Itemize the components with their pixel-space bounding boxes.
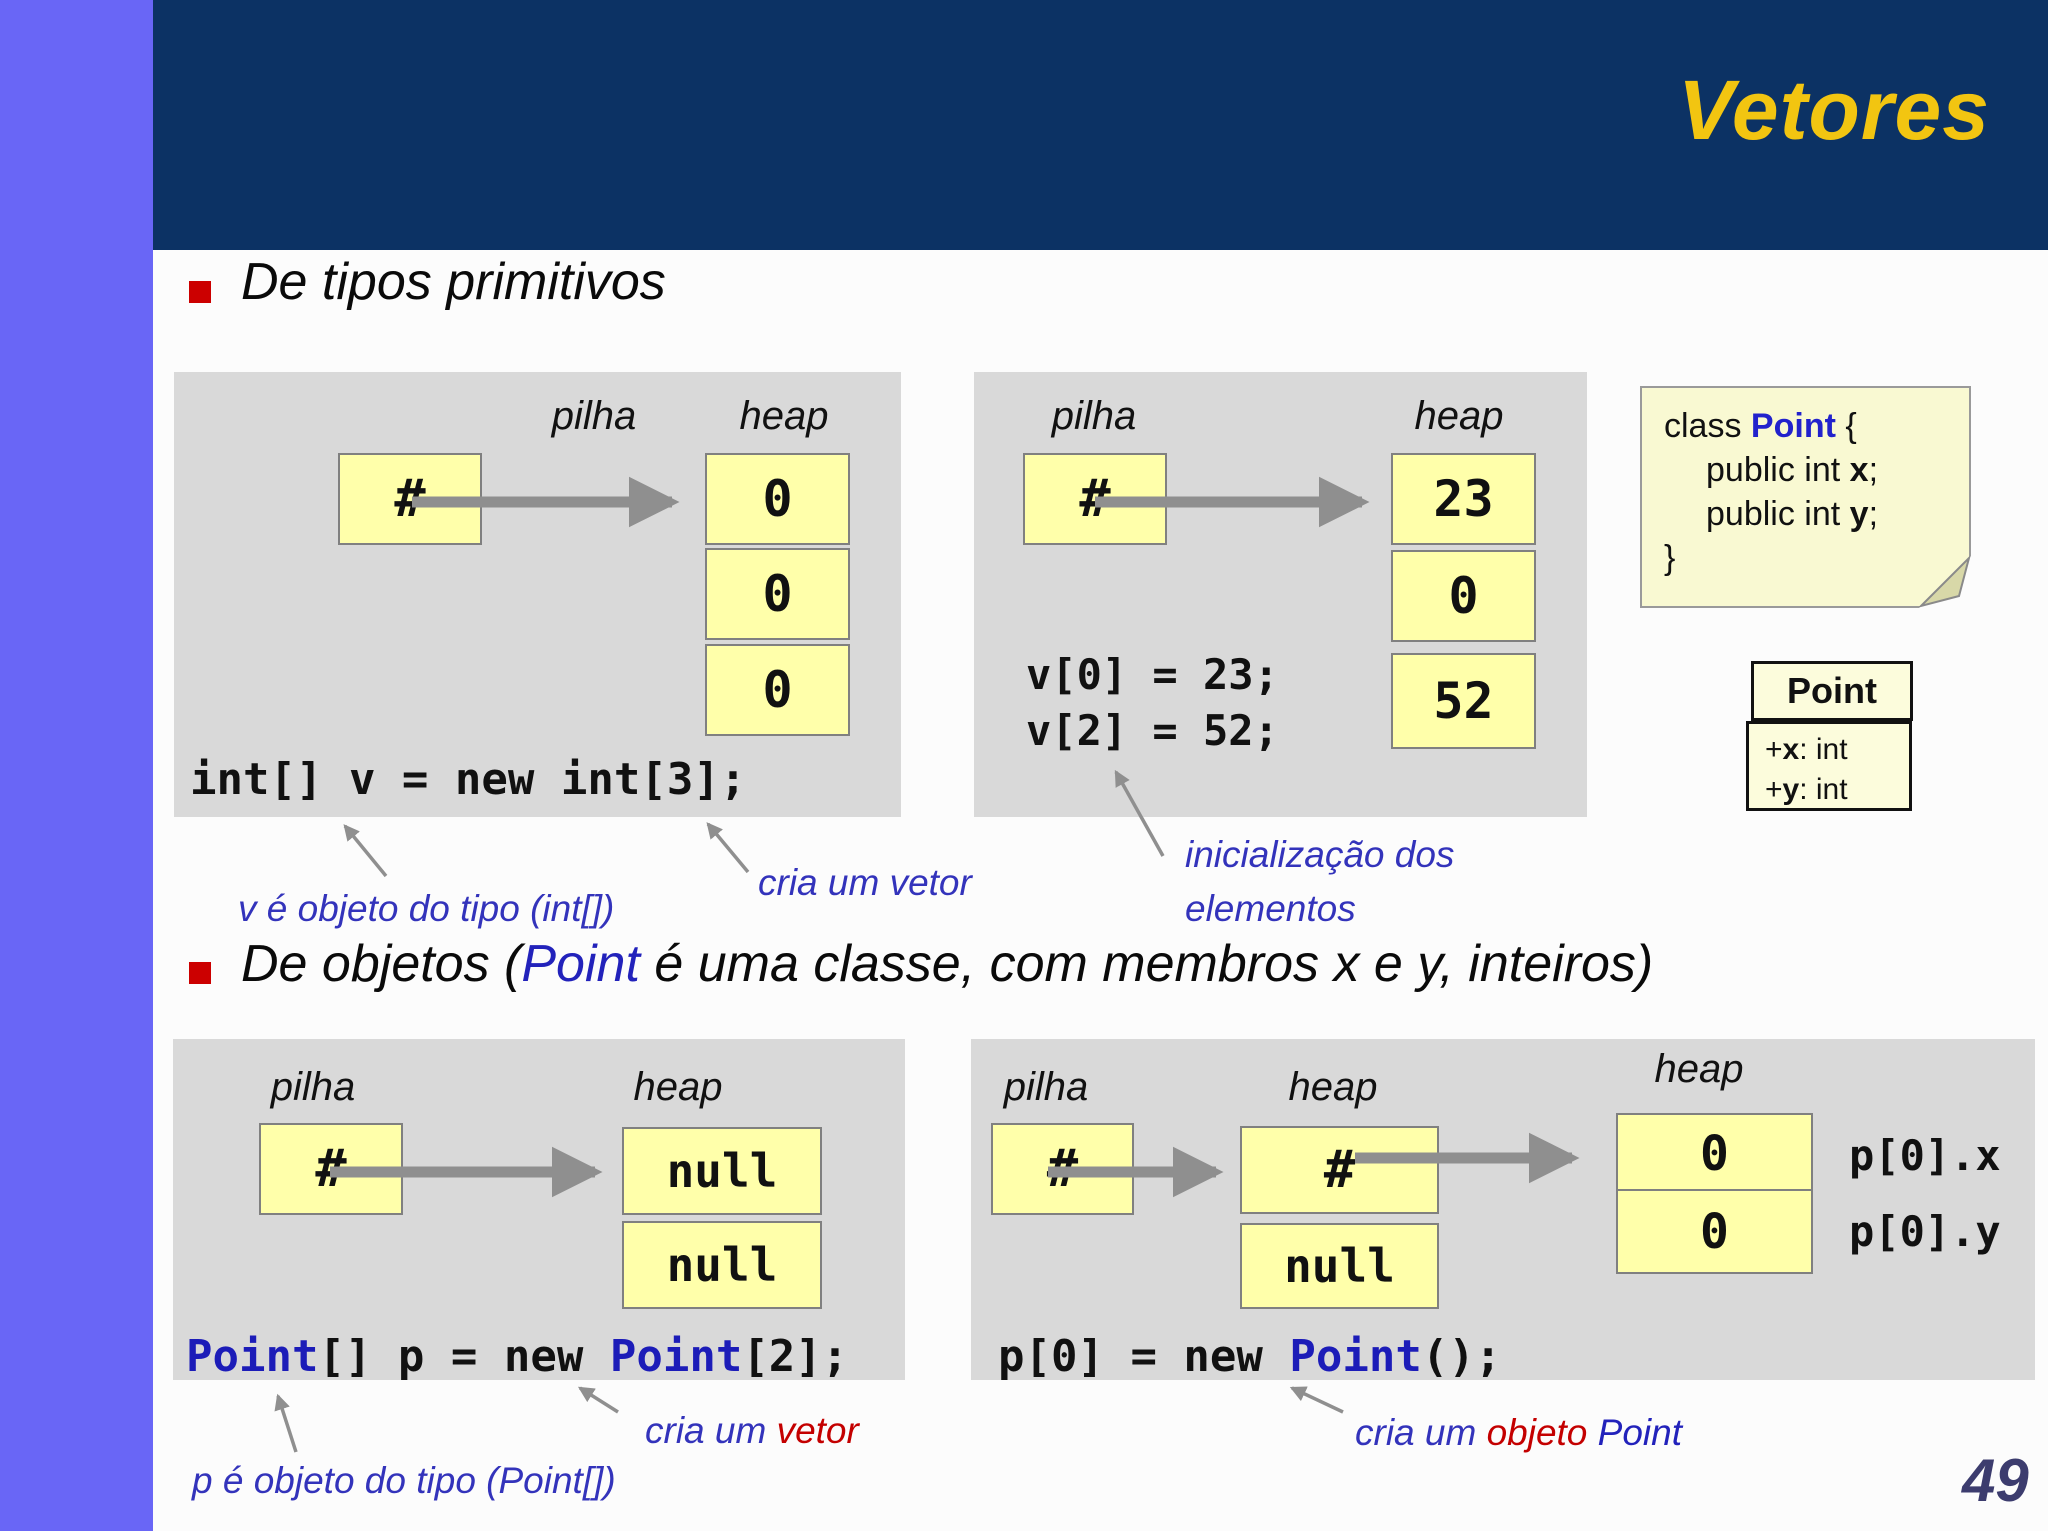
note-line-1: class Point { [1664, 404, 1969, 448]
bullet-square [189, 281, 211, 303]
objeto-red: objeto [1486, 1412, 1588, 1453]
uml-class-header: Point [1751, 661, 1913, 721]
heap-label: heap [1414, 394, 1504, 438]
code-new-int-array: int[] v = new int[3]; [190, 754, 747, 805]
bullet-2-point: Point [521, 935, 640, 993]
annotation-v-type: v é objeto do tipo (int[]) [238, 888, 615, 929]
diagram-point-array: pilha heap # null null Point[] p = new P… [173, 1039, 905, 1382]
heap-label: heap [1654, 1047, 1744, 1091]
stack-ref-cell: # [259, 1123, 403, 1215]
callout-arrow-cria-vetor-bottom [577, 1386, 619, 1414]
object-field-cell-x: 0 [1616, 1113, 1813, 1195]
diagram-int-array: pilha heap # 0 0 0 int[] v = new int[3]; [174, 372, 901, 817]
class-point-note: class Point { public int x; public int y… [1640, 386, 1971, 608]
annotation-p-type: p é objeto do tipo (Point[]) [192, 1460, 616, 1501]
uml-plus: + [1765, 773, 1783, 806]
bullet-2-pre: De objetos ( [241, 935, 522, 993]
uml-attributes-box: +x: int +y: int [1746, 721, 1912, 811]
cria-blue: cria um [1355, 1412, 1487, 1453]
heap-cell: 0 [1391, 550, 1536, 642]
bullet-2-text: De objetos (Point é uma classe, com memb… [241, 934, 1653, 994]
note-class-name: Point [1750, 407, 1836, 445]
note-fold-corner [1919, 556, 1971, 608]
code-pre: p[0] = new [998, 1331, 1290, 1382]
uml-x-type: : int [1799, 733, 1848, 766]
stack-ref-cell: # [991, 1123, 1134, 1215]
code-point-ctor: Point [609, 1331, 743, 1382]
code-mid: [] p = new [318, 1331, 610, 1382]
code-new-point-object: p[0] = new Point(); [998, 1331, 1501, 1382]
bullet-square [189, 962, 211, 984]
field-label-x: p[0].x [1849, 1131, 2001, 1180]
heap-cell-null: null [1240, 1223, 1439, 1309]
annotation-cria-vetor-top: cria um vetor [758, 862, 972, 903]
note-field-x: x [1849, 451, 1869, 489]
heap-cell: 52 [1391, 653, 1536, 749]
sidebar-accent-bar [0, 0, 153, 1531]
callout-arrow-p-type [274, 1393, 298, 1453]
uml-class-name: Point [1787, 670, 1877, 711]
code-new-point-array: Point[] p = new Point[2]; [186, 1331, 848, 1382]
callout-arrow-v-type [343, 824, 388, 878]
code-assign-v2: v[2] = 52; [1026, 706, 1279, 755]
heap-label: heap [1288, 1065, 1378, 1109]
diagram-int-array-init: pilha heap # 23 0 52 v[0] = 23; v[2] = 5… [974, 372, 1587, 817]
annotation-init-line2: elementos [1185, 888, 1356, 929]
code-post: (); [1421, 1331, 1502, 1382]
code-post: [2]; [742, 1331, 849, 1382]
diagram-point-object: pilha heap heap # # null 0 0 p[0].x p[0]… [971, 1039, 2035, 1382]
page-number: 49 [1962, 1447, 2029, 1514]
callout-arrow-cria-objeto [1289, 1386, 1344, 1414]
bullet-1-label: De tipos primitivos [241, 253, 666, 311]
code-point-ctor: Point [1289, 1331, 1422, 1382]
stack-label: pilha [1003, 1065, 1089, 1109]
note-field-y-decl: public int [1706, 495, 1850, 533]
uml-y: y [1782, 773, 1800, 806]
bullet-2-post: é uma classe, com membros x e y, inteiro… [639, 935, 1654, 993]
code-assign-v0: v[0] = 23; [1026, 650, 1279, 699]
note-field-y: y [1849, 495, 1869, 533]
heap-ref-cell: # [1240, 1126, 1439, 1214]
note-class-kw: class [1664, 407, 1751, 445]
uml-y-type: : int [1799, 773, 1848, 806]
stack-label: pilha [1051, 394, 1137, 438]
annotation-cria-vetor-bottom: cria um vetor [645, 1410, 859, 1452]
annotation-cria-objeto: cria um objeto Point [1355, 1412, 1682, 1454]
heap-cell: 23 [1391, 453, 1536, 545]
note-line-3: public int y; [1664, 492, 1969, 536]
object-field-cell-y: 0 [1616, 1189, 1813, 1274]
heap-label: heap [633, 1065, 723, 1109]
stack-label: pilha [551, 394, 637, 438]
point-blue: Point [1587, 1412, 1683, 1453]
uml-attr-y: +y: int [1765, 770, 1909, 810]
note-semicolon: ; [1868, 451, 1879, 489]
note-line-4: } [1664, 539, 1676, 577]
cria-blue: cria um [645, 1410, 777, 1451]
note-semicolon: ; [1868, 495, 1879, 533]
slide-title: Vetores [1677, 63, 1990, 157]
vetor-red: vetor [776, 1410, 859, 1451]
heap-label: heap [739, 394, 829, 438]
bullet-1-text: De tipos primitivos [241, 252, 666, 312]
field-label-y: p[0].y [1849, 1207, 2001, 1256]
uml-x: x [1782, 733, 1800, 766]
uml-attr-x: +x: int [1765, 730, 1909, 770]
uml-plus: + [1765, 733, 1783, 766]
heap-cell-null: null [622, 1127, 822, 1215]
stack-ref-cell: # [338, 453, 482, 545]
stack-label: pilha [270, 1065, 356, 1109]
annotation-init-line1: inicialização dos [1185, 834, 1455, 875]
slide-header: Vetores [153, 0, 2048, 250]
heap-cell: 0 [705, 644, 850, 736]
code-point-type: Point [186, 1331, 319, 1382]
note-line-2: public int x; [1664, 448, 1969, 492]
note-field-x-decl: public int [1706, 451, 1850, 489]
heap-cell: 0 [705, 453, 850, 545]
heap-cell: 0 [705, 548, 850, 640]
callout-arrow-cria-vetor-top [706, 822, 750, 874]
note-brace-open: { [1835, 407, 1857, 445]
heap-cell-null: null [622, 1221, 822, 1309]
stack-ref-cell: # [1023, 453, 1167, 545]
